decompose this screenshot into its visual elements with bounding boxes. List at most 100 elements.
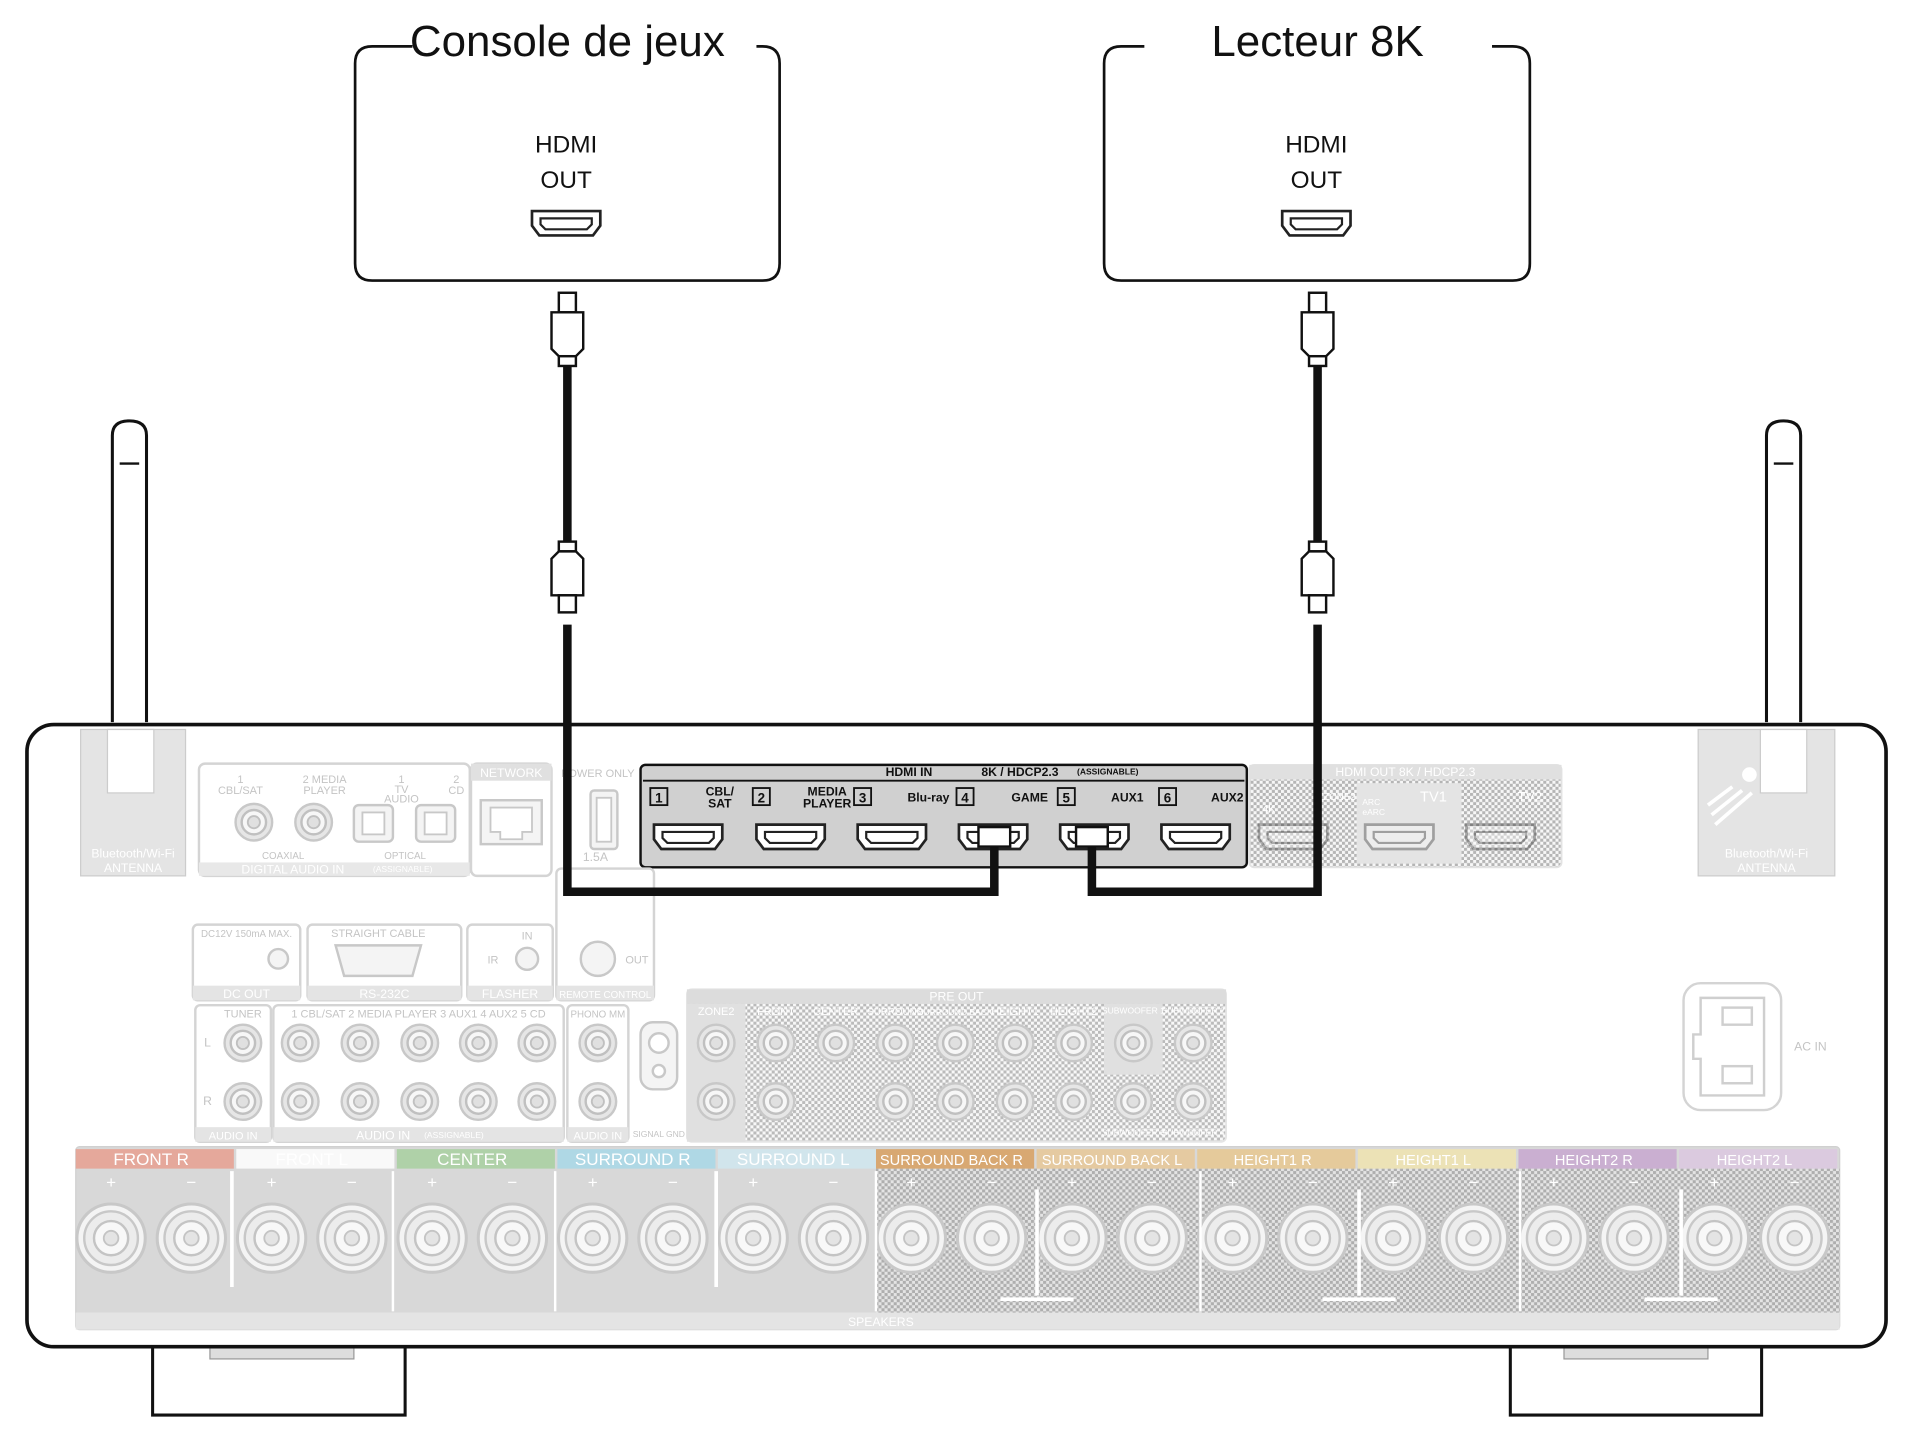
svg-text:SURROUND: SURROUND <box>867 1007 923 1018</box>
minus-sign: − <box>1468 1173 1478 1192</box>
svg-text:IR: IR <box>487 955 498 967</box>
svg-text:PLAYER: PLAYER <box>803 797 852 811</box>
minus-sign: − <box>668 1173 678 1192</box>
speaker-terminal-minus <box>316 1202 388 1274</box>
speaker-terminal-plus <box>1036 1202 1108 1274</box>
svg-text:SUBWOOFER 2: SUBWOOFER 2 <box>1162 1006 1225 1016</box>
speaker-terminal-minus <box>1598 1202 1670 1274</box>
svg-text:8K / HDCP2.3: 8K / HDCP2.3 <box>981 765 1058 779</box>
source-device-game-console: Console de jeux HDMI OUT <box>353 17 781 282</box>
svg-text:CBL/SAT: CBL/SAT <box>218 785 263 797</box>
svg-text:AUDIO IN: AUDIO IN <box>209 1130 258 1142</box>
speaker-terminal-plus <box>235 1202 308 1274</box>
plus-sign: + <box>1709 1173 1719 1192</box>
svg-text:ANTENNA: ANTENNA <box>1737 861 1796 875</box>
svg-text:SUBWOOFER 1: SUBWOOFER 1 <box>1102 1006 1165 1016</box>
speaker-channel-label-bg <box>396 1149 555 1169</box>
speaker-channel-label: FRONT L <box>275 1150 348 1169</box>
speaker-channel-label: HEIGHT2 L <box>1717 1153 1793 1169</box>
port-label-hdmi: HDMI <box>1285 131 1347 158</box>
plus-sign: + <box>1067 1173 1077 1192</box>
speaker-channel-label-bg <box>1357 1149 1517 1169</box>
svg-text:Bluetooth/Wi-Fi: Bluetooth/Wi-Fi <box>91 847 174 861</box>
svg-text:STRAIGHT CABLE: STRAIGHT CABLE <box>331 928 425 940</box>
svg-text:AUDIO IN: AUDIO IN <box>573 1130 622 1142</box>
speaker-channel-label-bg <box>875 1149 1035 1169</box>
antenna-left <box>110 419 149 723</box>
hdmi-cable-left-routing <box>563 624 1012 896</box>
speaker-terminal-minus <box>797 1202 870 1274</box>
svg-text:1: 1 <box>237 774 243 786</box>
svg-text:DC OUT: DC OUT <box>223 987 270 1001</box>
speaker-terminal-minus <box>1116 1202 1188 1274</box>
source-device-8k-player: Lecteur 8K HDMI OUT <box>1102 17 1532 282</box>
speaker-terminal-plus <box>396 1202 468 1274</box>
svg-text:L: L <box>204 1036 211 1050</box>
speaker-channel-label: SURROUND BACK L <box>1042 1153 1183 1169</box>
speaker-terminal-plus <box>75 1202 147 1274</box>
port-label-hdmi: HDMI <box>535 131 597 158</box>
speaker-channel-label-bg <box>1518 1149 1677 1169</box>
svg-text:R: R <box>203 1094 212 1108</box>
hdmi-in-panel: HDMI IN 8K / HDCP2.3 (ASSIGNABLE) 1 CBL/… <box>639 763 1249 869</box>
hdmi-in-5: 5 AUX1 <box>1056 787 1144 851</box>
antenna-base-right: Bluetooth/Wi-Fi ANTENNA <box>1697 728 1836 877</box>
plus-sign: + <box>588 1173 598 1192</box>
antenna-base-left: Bluetooth/Wi-Fi ANTENNA <box>80 728 187 877</box>
plus-sign: + <box>1228 1173 1238 1192</box>
hdmi-in-3: 3 Blu-ray <box>853 787 950 851</box>
speaker-terminal-plus <box>556 1202 629 1274</box>
svg-text:5: 5 <box>1063 791 1071 806</box>
speaker-channel-label-bg <box>717 1149 876 1169</box>
svg-text:4: 4 <box>961 791 969 806</box>
hdmi-in-6: 6 AUX2 <box>1158 787 1244 851</box>
speaker-channel-label-bg <box>557 1149 716 1169</box>
analog-audio-in-panel: TUNER L R AUDIO IN 1 CBL/SAT 2 MEDIA PLA… <box>194 1003 685 1144</box>
speaker-channel-label-bg <box>1679 1149 1838 1169</box>
svg-text:AUDIO: AUDIO <box>384 794 419 806</box>
svg-text:RS-232C: RS-232C <box>359 987 409 1001</box>
device-title: Lecteur 8K <box>1211 17 1423 66</box>
speaker-channel-label: CENTER <box>437 1150 507 1169</box>
port-label-out: OUT <box>1291 167 1343 194</box>
svg-text:FLASHER: FLASHER <box>482 987 538 1001</box>
svg-text:REMOTE CONTROL: REMOTE CONTROL <box>559 990 652 1001</box>
svg-text:2: 2 <box>453 774 459 786</box>
minus-sign: − <box>1308 1173 1318 1192</box>
speaker-channel-label-bg <box>1036 1149 1195 1169</box>
svg-text:TV: TV <box>394 784 409 796</box>
minus-sign: − <box>186 1173 196 1192</box>
plus-sign: + <box>1388 1173 1398 1192</box>
speaker-channel-label: SURROUND R <box>575 1150 691 1169</box>
svg-text:HDMI OUT 8K / HDCP2.3: HDMI OUT 8K / HDCP2.3 <box>1335 765 1475 779</box>
svg-text:PHONO MM: PHONO MM <box>571 1009 626 1020</box>
svg-text:HDMI IN: HDMI IN <box>886 765 933 779</box>
minus-sign: − <box>828 1173 838 1192</box>
hdmi-in-4: 4 GAME <box>955 787 1048 851</box>
svg-text:Blu-ray: Blu-ray <box>907 790 949 804</box>
speaker-terminal-minus <box>155 1202 228 1274</box>
svg-text:IN: IN <box>522 930 533 942</box>
svg-text:AUDIO IN: AUDIO IN <box>356 1128 410 1142</box>
svg-text:PLAYER: PLAYER <box>303 785 346 797</box>
speaker-terminal-minus <box>637 1202 709 1274</box>
svg-text:6: 6 <box>1164 791 1171 806</box>
speaker-channel-label-bg <box>1197 1149 1356 1169</box>
svg-text:1.5A: 1.5A <box>583 850 609 864</box>
minus-sign: − <box>1147 1173 1157 1192</box>
speaker-terminal-plus <box>717 1202 789 1274</box>
svg-text:GAME: GAME <box>1011 790 1048 804</box>
speaker-terminal-plus <box>875 1202 948 1274</box>
svg-text:CBL/: CBL/ <box>706 784 735 798</box>
svg-text:ZONE2: ZONE2 <box>698 1006 735 1018</box>
control-ports: DC12V 150mA MAX. DC OUT STRAIGHT CABLE R… <box>191 867 656 1002</box>
svg-text:MEDIA: MEDIA <box>808 784 847 798</box>
svg-text:AC IN: AC IN <box>1794 1039 1827 1053</box>
svg-text:SAT: SAT <box>708 797 732 811</box>
svg-text:HEIGHT1: HEIGHT1 <box>991 1006 1039 1018</box>
minus-sign: − <box>347 1173 357 1192</box>
speaker-terminal-plus <box>1196 1202 1269 1274</box>
